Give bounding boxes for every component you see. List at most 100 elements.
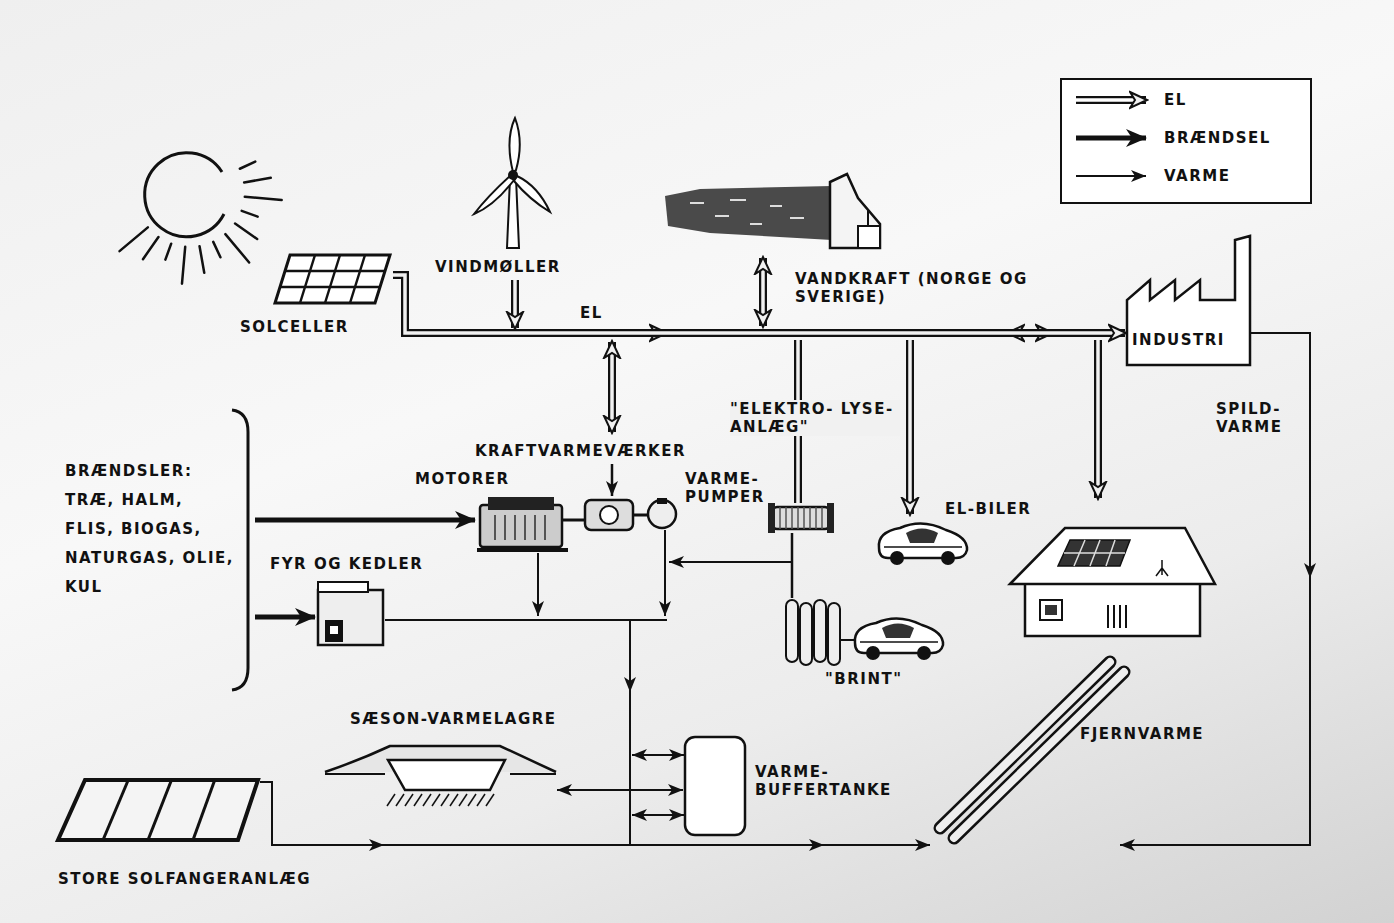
district-heating-node: FJERNVARME: [930, 655, 1120, 850]
power-line-outer: [511, 280, 519, 328]
district-heating-pipes: [940, 662, 1110, 828]
seasonal-heat-store: [432, 794, 440, 806]
node-label: KRAFTVARMEVÆRKER: [475, 442, 686, 460]
flow-wires: [910, 340, 911, 514]
flow-wires: [763, 258, 764, 326]
heat-line: [629, 620, 631, 692]
industry-node: INDUSTRI: [1125, 235, 1250, 365]
node-label: VARME- PUMPER: [685, 470, 777, 506]
solar-panel: [280, 286, 380, 289]
arrow-head: [557, 790, 683, 791]
power-line-outer: [906, 340, 914, 514]
sun: [240, 162, 255, 169]
flow-wires: [669, 562, 792, 563]
seasonal-heat-store: [477, 794, 485, 806]
electric-car: [879, 523, 967, 565]
arrow-head: [612, 464, 613, 496]
node-label: "BRINT": [825, 670, 902, 688]
sun: [242, 211, 258, 217]
power-line-inner: [610, 342, 614, 432]
wind-turbine: [508, 170, 518, 180]
sun: [120, 153, 282, 284]
legend-label: EL: [1164, 91, 1187, 109]
solar-collector: [58, 780, 258, 840]
arrow-head: [1076, 138, 1146, 139]
flow-wires: [665, 530, 666, 616]
engine-node: MOTORER: [475, 495, 570, 553]
electrolysis-unit: [773, 507, 829, 529]
wind-turbine: [474, 176, 514, 214]
house: [1156, 560, 1168, 576]
node-label: SOLCELLER: [240, 318, 349, 336]
hydro-power-node: VANDKRAFT (NORGE OG SVERIGE): [665, 172, 880, 250]
boiler: [330, 626, 338, 634]
arrow-head: [669, 562, 792, 563]
heat-line: [669, 561, 792, 563]
flow-wires: [360, 258, 1310, 845]
engine: [477, 497, 585, 550]
edge-label: EL: [580, 304, 603, 322]
hydrogen-node: "BRINT": [785, 598, 945, 668]
electrolysis-unit: [821, 507, 823, 529]
seasonal-heat-store: [387, 794, 395, 806]
node-label: EL-BILER: [945, 500, 1031, 518]
seasonal-heat-store: [468, 794, 476, 806]
flow-wires: [630, 690, 631, 845]
arrow-head: [1076, 176, 1146, 177]
hydro-dam: [665, 174, 880, 248]
hydrogen-tanks: [814, 600, 826, 662]
heat-line: [1076, 175, 1146, 177]
thin-line: [791, 533, 794, 598]
generator: [585, 500, 633, 530]
sun: [120, 227, 148, 251]
generator: [633, 514, 648, 517]
legend-sample: [1072, 164, 1152, 188]
electrolysis-unit: [803, 507, 805, 529]
flow-wires: [1098, 340, 1099, 498]
sun: [225, 234, 249, 262]
arrow-head: [630, 620, 631, 692]
power-line-outer: [759, 258, 767, 326]
hydro-dam: [690, 200, 804, 224]
legend-label: VARME: [1164, 167, 1230, 185]
heat-pump: [648, 498, 676, 528]
node-label: SÆSON-VARMELAGRE: [350, 710, 557, 728]
house: [1058, 540, 1130, 566]
electrolysis-unit: [791, 507, 793, 529]
district-heating-pipes: [940, 662, 1110, 828]
arrow-head: [763, 258, 764, 326]
legend-row: VARME: [1062, 164, 1302, 188]
edge-label: SPILD- VARME: [1216, 400, 1302, 436]
heat-line: [632, 754, 684, 756]
flow-connector: [1120, 333, 1310, 845]
electrolysis-unit: [827, 503, 834, 533]
electrolysis-unit: [815, 507, 817, 529]
heat-line: [629, 690, 631, 845]
engine: [495, 515, 545, 540]
boiler: [325, 620, 343, 642]
hydro-dam: [830, 174, 880, 248]
fuel-line: [255, 518, 475, 523]
heat-line: [557, 789, 683, 791]
seasonal-heat-store: [388, 760, 505, 790]
electric-car-node: EL-BILER: [875, 518, 971, 566]
fuel-bracket: [232, 410, 248, 690]
electrolysis-unit: [809, 507, 811, 529]
sun: [213, 242, 220, 257]
flow-wires: [515, 280, 516, 328]
heat-line: [632, 814, 684, 816]
node-label: "ELEKTRO- LYSE-ANLÆG": [730, 400, 900, 436]
house: [1010, 528, 1215, 636]
buffer-tank-node: VARME- BUFFERTANKE: [683, 735, 745, 835]
solar-panel: [275, 255, 390, 303]
sun: [165, 244, 171, 260]
node-label: VINDMØLLER: [435, 258, 561, 276]
sun: [182, 247, 185, 284]
heat-line: [1120, 333, 1310, 845]
flow-wires: [632, 755, 684, 756]
node-label: VARME- BUFFERTANKE: [755, 763, 935, 799]
node-label: VANDKRAFT (NORGE OG SVERIGE): [795, 270, 1045, 306]
solar-collector: [193, 780, 215, 840]
flow-wires: [612, 342, 613, 432]
